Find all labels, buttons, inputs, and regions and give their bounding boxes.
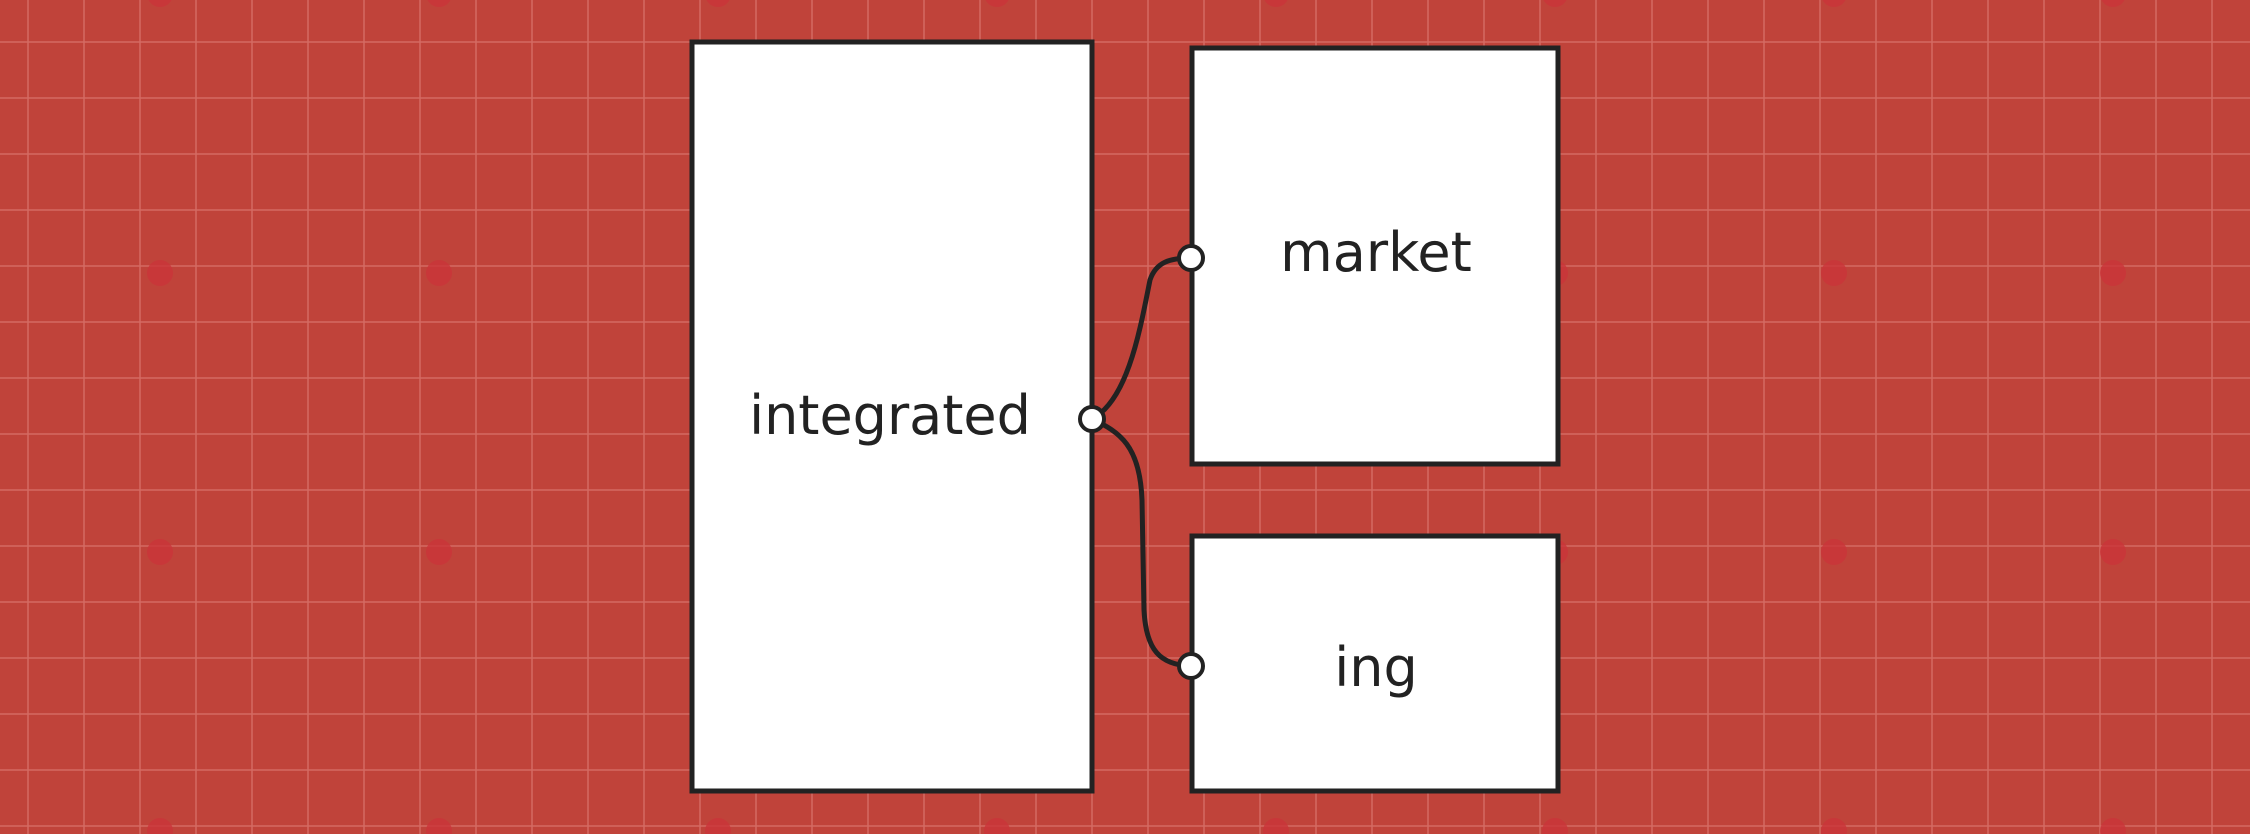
grid-marker-dot xyxy=(2100,818,2126,834)
grid-marker-dot xyxy=(984,818,1010,834)
port-ing-in[interactable] xyxy=(1177,652,1205,680)
grid-marker-dot xyxy=(427,0,451,7)
node-ing-box xyxy=(1189,533,1561,794)
port-integrated-out[interactable] xyxy=(1078,405,1106,433)
grid-marker-dot xyxy=(2101,0,2125,7)
grid-marker-dot xyxy=(147,260,173,286)
node-ing[interactable]: ing xyxy=(1189,533,1561,794)
grid-marker-dot xyxy=(1263,818,1289,834)
node-market[interactable]: market xyxy=(1189,45,1561,467)
grid-marker-dot xyxy=(985,0,1009,7)
connector-integrated-market xyxy=(1090,255,1192,422)
grid-marker-dot xyxy=(147,539,173,565)
grid-marker-dot xyxy=(1821,539,1847,565)
grid-marker-dot xyxy=(1821,260,1847,286)
grid-marker-dot xyxy=(426,260,452,286)
grid-marker-dot xyxy=(2100,260,2126,286)
port-market-in[interactable] xyxy=(1177,244,1205,272)
grid-marker-dot xyxy=(147,818,173,834)
node-market-label: market xyxy=(1280,221,1472,284)
grid-marker-dot xyxy=(1822,0,1846,7)
connector-integrated-ing xyxy=(1090,416,1192,669)
node-integrated-label: integrated xyxy=(749,384,1031,447)
node-integrated-box xyxy=(689,39,1095,794)
grid-marker-dot xyxy=(1264,0,1288,7)
grid-marker-dot xyxy=(1821,818,1847,834)
node-integrated[interactable]: integrated xyxy=(689,39,1095,794)
grid-marker-dot xyxy=(426,818,452,834)
node-ing-label: ing xyxy=(1334,636,1418,699)
grid-marker-dot xyxy=(1543,0,1567,7)
grid-marker-dot xyxy=(426,539,452,565)
grid-marker-dot xyxy=(706,0,730,7)
node-market-box xyxy=(1189,45,1561,467)
grid-marker-dot xyxy=(705,818,731,834)
grid-marker-dot xyxy=(2100,539,2126,565)
grid-marker-dot xyxy=(148,0,172,7)
grid-marker-dot xyxy=(1542,818,1568,834)
